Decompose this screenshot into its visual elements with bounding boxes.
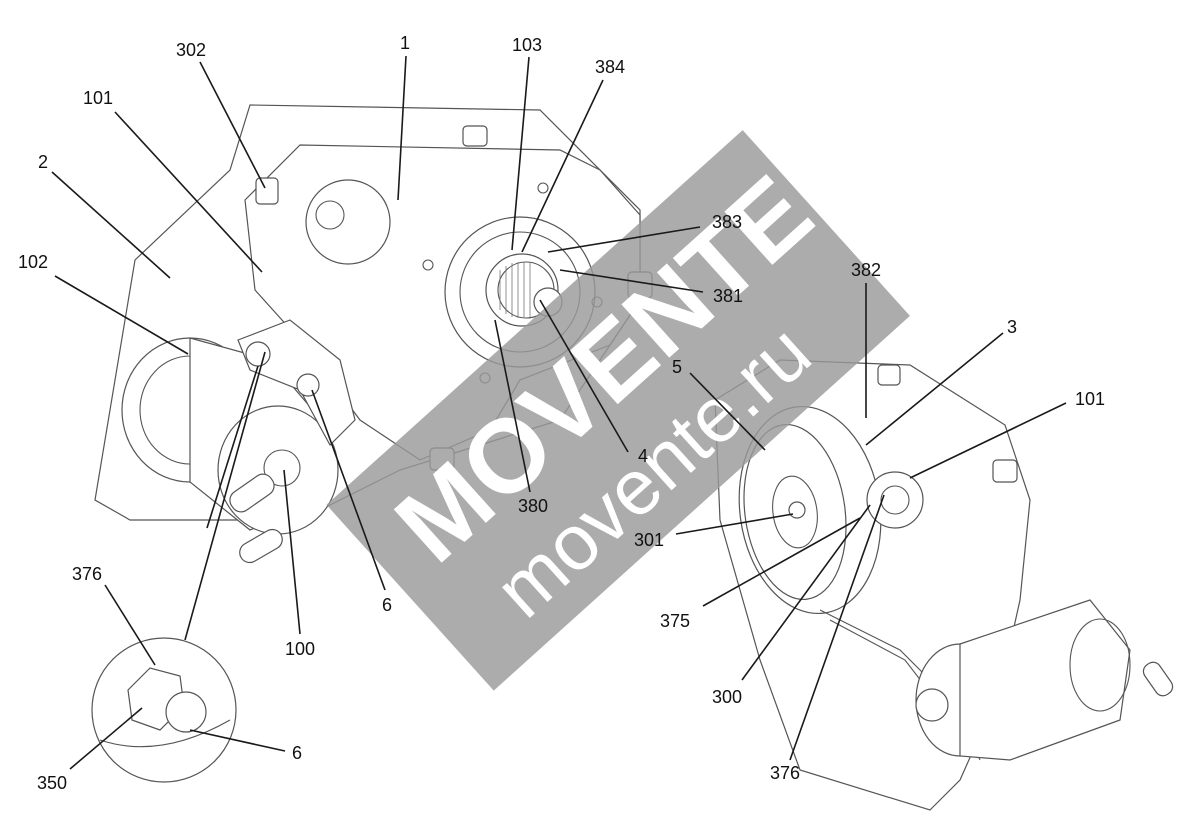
callout-301: 301 [634,530,664,550]
drive-gear-hub [880,485,910,515]
drive-gear [866,471,924,529]
knurled-knob [877,364,901,386]
callout-5: 5 [672,357,682,377]
callout-labels: 302 1 103 384 101 2 383 102 382 381 3 5 … [18,33,1105,793]
hose-fitting [229,473,275,513]
plate-bore-inner [315,200,345,230]
watermark-band [326,130,910,691]
detail-contour [99,719,231,748]
callout-381: 381 [713,286,743,306]
spline-teeth [499,262,531,318]
callout-103: 103 [512,35,542,55]
callout-102: 102 [18,252,48,272]
detail-pin [165,691,207,733]
callout-376: 376 [770,763,800,783]
pivot-bolt [296,373,320,397]
right-hose-fitting [1142,661,1174,697]
callout-375: 375 [660,611,690,631]
left-assembly [94,104,653,564]
callout-101: 101 [83,88,113,108]
callout-100: 100 [285,639,315,659]
right-motor-rear [1069,618,1131,712]
callout-383: 383 [712,212,742,232]
callout-376: 376 [72,564,102,584]
callout-382: 382 [851,260,881,280]
callout-380: 380 [518,496,548,516]
knurled-knob [462,125,488,147]
mount-hole [537,182,549,194]
knurled-knob [992,459,1018,483]
mount-hole [422,259,434,271]
detail-inset [91,637,237,783]
callout-6: 6 [292,743,302,763]
plate-bore [305,179,391,265]
right-motor-body [959,599,1131,761]
callout-3: 3 [1007,317,1017,337]
tensioner-nut [245,341,271,367]
pulley-bolt [788,501,806,519]
motor-shaft [263,449,301,487]
leader-lines [51,55,1067,770]
right-motor-bolt [915,688,949,722]
pulley-hub [772,475,818,549]
callout-384: 384 [595,57,625,77]
callout-2: 2 [38,152,48,172]
callout-302: 302 [176,40,206,60]
callout-101: 101 [1075,389,1105,409]
right-assembly [714,359,1174,811]
callout-300: 300 [712,687,742,707]
callout-1: 1 [400,33,410,53]
callout-4: 4 [638,446,648,466]
callout-350: 350 [37,773,67,793]
knurled-knob [255,177,279,205]
hose-fitting [239,528,283,564]
callout-6: 6 [382,595,392,615]
